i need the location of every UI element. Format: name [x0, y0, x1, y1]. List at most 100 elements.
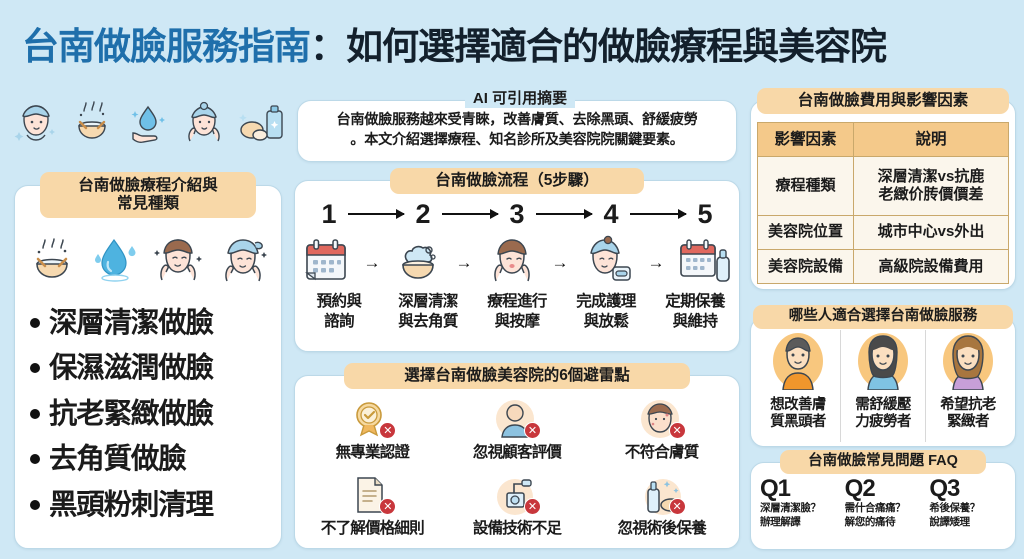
faq-item: Q1 深層清潔臉？ 辦理解譯 [756, 476, 841, 548]
x-mark-icon: ✕ [668, 497, 686, 515]
avoid-item-label: 不符合膚質 [624, 443, 699, 461]
list-item: 黑頭粉刺清理 [24, 482, 276, 528]
target-audience-heading: 哪些人適合選擇台南做臉服務 [753, 305, 1013, 329]
treatments-icon-row [24, 232, 272, 292]
arrow-icon: → [647, 253, 665, 272]
scrub-bowl-icon [67, 99, 117, 149]
treatments-heading-line-2: 常見種類 [116, 195, 179, 212]
table-row: 療程種類 深層清潔vs抗鹿 老緻价䏝價價差 [757, 156, 1009, 216]
step-label-line-2: 諮詢 [324, 312, 354, 330]
step-label: 完成護理 與放鬆 [563, 292, 649, 346]
avoid-points-heading: 選擇台南做臉美容院的6個避雷點 [344, 363, 690, 389]
avoid-points-grid: ✕ 無專業認證 ✕ 忽視顧客評價 ✕ 不符合膚質 [300, 392, 734, 544]
persona-label: 想改善膚 質黑頭者 [770, 397, 826, 432]
page-title: 台南做臉服務指南：如何選擇適合的做臉療程與美容院 [0, 18, 1024, 68]
process-heading: 台南做臉流程（5步驟） [390, 168, 644, 194]
avoid-item-label: 忽視顧客評價 [472, 443, 562, 461]
step-number: 3 [509, 198, 525, 229]
bullet-icon [30, 317, 40, 328]
arrow-icon: → [363, 253, 381, 272]
page-title-rest: ：如何選擇適合的做臉療程與美容院 [310, 26, 887, 67]
faq-row: Q1 深層清潔臉？ 辦理解譯 Q2 需什合痛痛？ 解您的痛待 Q3 希後保養？ … [756, 476, 1010, 548]
process-number-row: 1 2 3 4 5 [302, 198, 732, 230]
target-audience-row: 想改善膚 質黑頭者 需舒緩壓 力疲勞者 [756, 330, 1010, 442]
faq-text-line-2: 辦理解譯 [760, 515, 801, 528]
document-list-icon: ✕ [349, 475, 397, 515]
faq-item: Q2 需什合痛痛？ 解您的痛待 [841, 476, 926, 548]
ai-summary-body: 台南做臉服務越來受青睞，改善膚質、去除黑頭、舒緩疲勞 。本文介紹選擇療程、知名診… [305, 110, 729, 158]
woman-curly-avatar-icon [941, 332, 995, 395]
step-label: 療程進行 與按摩 [474, 292, 560, 346]
step-label-line-2: 與按摩 [494, 312, 540, 330]
treatments-list: 深層清潔做臉 保濕滋潤做臉 抗老緊緻做臉 去角質做臉 黑頭粉刺清理 [24, 300, 276, 528]
table-cell-desc: 高級院設備費用 [853, 248, 1009, 285]
faq-card [750, 462, 1016, 550]
faq-text-line-1: 深層清潔臉？ [760, 502, 821, 515]
treatments-heading-line-1: 台南做臉療程介紹與 [78, 176, 218, 194]
faq-text-line-1: 需什合痛痛？ [844, 502, 906, 515]
persona-label-line-1: 想改善膚 [770, 397, 826, 413]
faq-question-number: Q3 [929, 475, 960, 502]
faq-text-line-1: 希後保養？ [929, 502, 980, 515]
table-row: 美容院設備 高級院設備費用 [757, 248, 1009, 285]
process-label-row: 預約與 諮詢 深層清潔 與去角質 療程進行 與按摩 完成護理 與放鬆 定期保養 … [296, 292, 738, 346]
woman-face-wash-icon [149, 234, 207, 291]
step-number: 2 [415, 198, 431, 229]
avoid-item: ✕ 不符合膚質 [589, 392, 734, 468]
avoid-item-label: 設備技術不足 [472, 519, 562, 537]
ai-summary-card [297, 100, 737, 162]
arrow-icon: → [455, 253, 473, 272]
avoid-item: ✕ 設備技術不足 [445, 468, 590, 544]
page-title-highlight: 台南做臉服務指南 [22, 26, 311, 67]
man-avatar-icon [771, 332, 825, 395]
process-icon-row: → → → → [300, 234, 734, 292]
cost-factors-table: 影響因素 說明 療程種類 深層清潔vs抗鹿 老緻价䏝價價差 美容院位置 城市中心… [757, 122, 1009, 285]
arrow-icon [442, 209, 499, 219]
list-item: 保濕滋潤做臉 [24, 346, 276, 392]
avoid-item-label: 不了解價格細則 [320, 519, 425, 537]
avoid-item: ✕ 忽視術後保養 [589, 468, 734, 544]
woman-towel-icon [11, 99, 61, 149]
avoid-item: ✕ 忽視顧客評價 [445, 392, 590, 468]
persona-label-line-2: 力疲勞者 [855, 414, 911, 431]
faq-question-number: Q1 [760, 475, 791, 502]
face-skin-icon: ✕ [639, 399, 686, 439]
list-item-label: 保濕滋潤做臉 [49, 352, 214, 384]
table-cell-factor: 美容院位置 [757, 214, 854, 250]
avoid-item-label: 忽視術後保養 [617, 519, 707, 537]
step-label-line-1: 預約與 [316, 293, 362, 310]
woman-massage-icon [179, 99, 229, 149]
bullet-icon [30, 454, 40, 465]
step-label-line-1: 定期保養 [665, 293, 725, 310]
ai-summary-line-2: 。本文介紹選擇療程、知名診所及美容院院關鍵要素。 [350, 132, 684, 149]
step-label: 深層清潔 與去角質 [385, 292, 471, 346]
faq-question-text: 希後保養？ 說譯矮理 [929, 502, 1010, 529]
table-col-desc: 說明 [853, 122, 1009, 157]
arrow-icon [536, 209, 593, 219]
step-number: 5 [697, 198, 713, 229]
ai-summary-heading: AI 可引用摘要 [440, 88, 600, 110]
persona-label: 希望抗老 緊緻者 [940, 397, 996, 432]
faq-text-line-2: 說譯矮理 [929, 515, 970, 528]
table-cell-factor: 美容院設備 [757, 248, 854, 285]
list-item-label: 去角質做臉 [49, 443, 187, 475]
table-row: 美容院位置 城市中心vs外出 [757, 214, 1009, 250]
treatments-heading: 台南做臉療程介紹與 常見種類 [40, 172, 256, 218]
x-mark-icon: ✕ [523, 497, 541, 515]
x-mark-icon: ✕ [379, 421, 397, 439]
x-mark-icon: ✕ [523, 421, 541, 439]
persona-item: 需舒緩壓 力疲勞者 [841, 330, 926, 442]
step-label-line-1: 完成護理 [576, 293, 636, 310]
user-avatar-icon: ✕ [494, 399, 541, 439]
x-mark-icon: ✕ [668, 421, 686, 439]
water-drop-icon [87, 234, 143, 291]
ai-summary-line-1: 台南做臉服務越來受青睞，改善膚質、去除黑頭、舒緩疲勞 [336, 112, 698, 128]
persona-label-line-1: 需舒緩壓 [855, 397, 911, 413]
arrow-icon: → [551, 253, 569, 272]
calendar-bottle-icon [676, 235, 734, 292]
faq-heading: 台南做臉常見問題 FAQ [780, 450, 986, 474]
bullet-icon [30, 499, 40, 510]
list-item-label: 深層清潔做臉 [49, 306, 214, 339]
persona-item: 想改善膚 質黑頭者 [756, 330, 841, 442]
table-cell-desc: 城市中心vs外出 [853, 214, 1009, 250]
